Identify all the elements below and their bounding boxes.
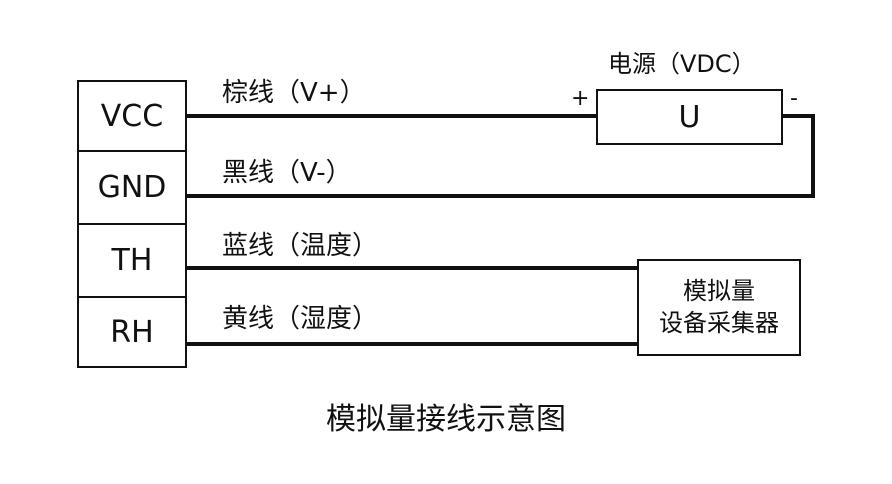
terminal-label: VCC [100, 98, 164, 134]
wire-label-blue: 蓝线（温度） [222, 231, 379, 261]
terminal-th: TH [79, 225, 185, 298]
collector-line1: 模拟量 [683, 277, 755, 306]
collector-line2: 设备采集器 [659, 308, 779, 337]
terminal-block: VCC GND TH RH [77, 80, 187, 368]
wire-th [187, 266, 639, 270]
terminal-label: GND [97, 170, 167, 205]
power-supply-title: 电源（VDC） [608, 50, 756, 78]
power-supply-box: U [596, 89, 783, 145]
wire-negative-stub [781, 114, 815, 118]
terminal-rh: RH [79, 298, 185, 366]
terminal-label: TH [111, 243, 153, 278]
wire-label-brown: 棕线（V+） [222, 78, 366, 108]
analog-collector-box: 模拟量 设备采集器 [637, 259, 801, 356]
wire-label-yellow: 黄线（湿度） [222, 304, 379, 334]
terminal-gnd: GND [79, 152, 185, 225]
diagram-title: 模拟量接线示意图 [326, 402, 566, 437]
wire-rh [187, 342, 639, 346]
wire-negative-vertical [811, 114, 815, 198]
wire-gnd [187, 194, 815, 198]
wire-label-black: 黑线（V-） [222, 158, 352, 188]
terminal-vcc: VCC [79, 82, 185, 152]
terminal-label: RH [110, 314, 154, 350]
negative-terminal-label: - [790, 86, 798, 111]
wire-vcc [187, 114, 597, 118]
power-supply-symbol: U [678, 99, 701, 135]
positive-terminal-label: + [571, 86, 590, 111]
